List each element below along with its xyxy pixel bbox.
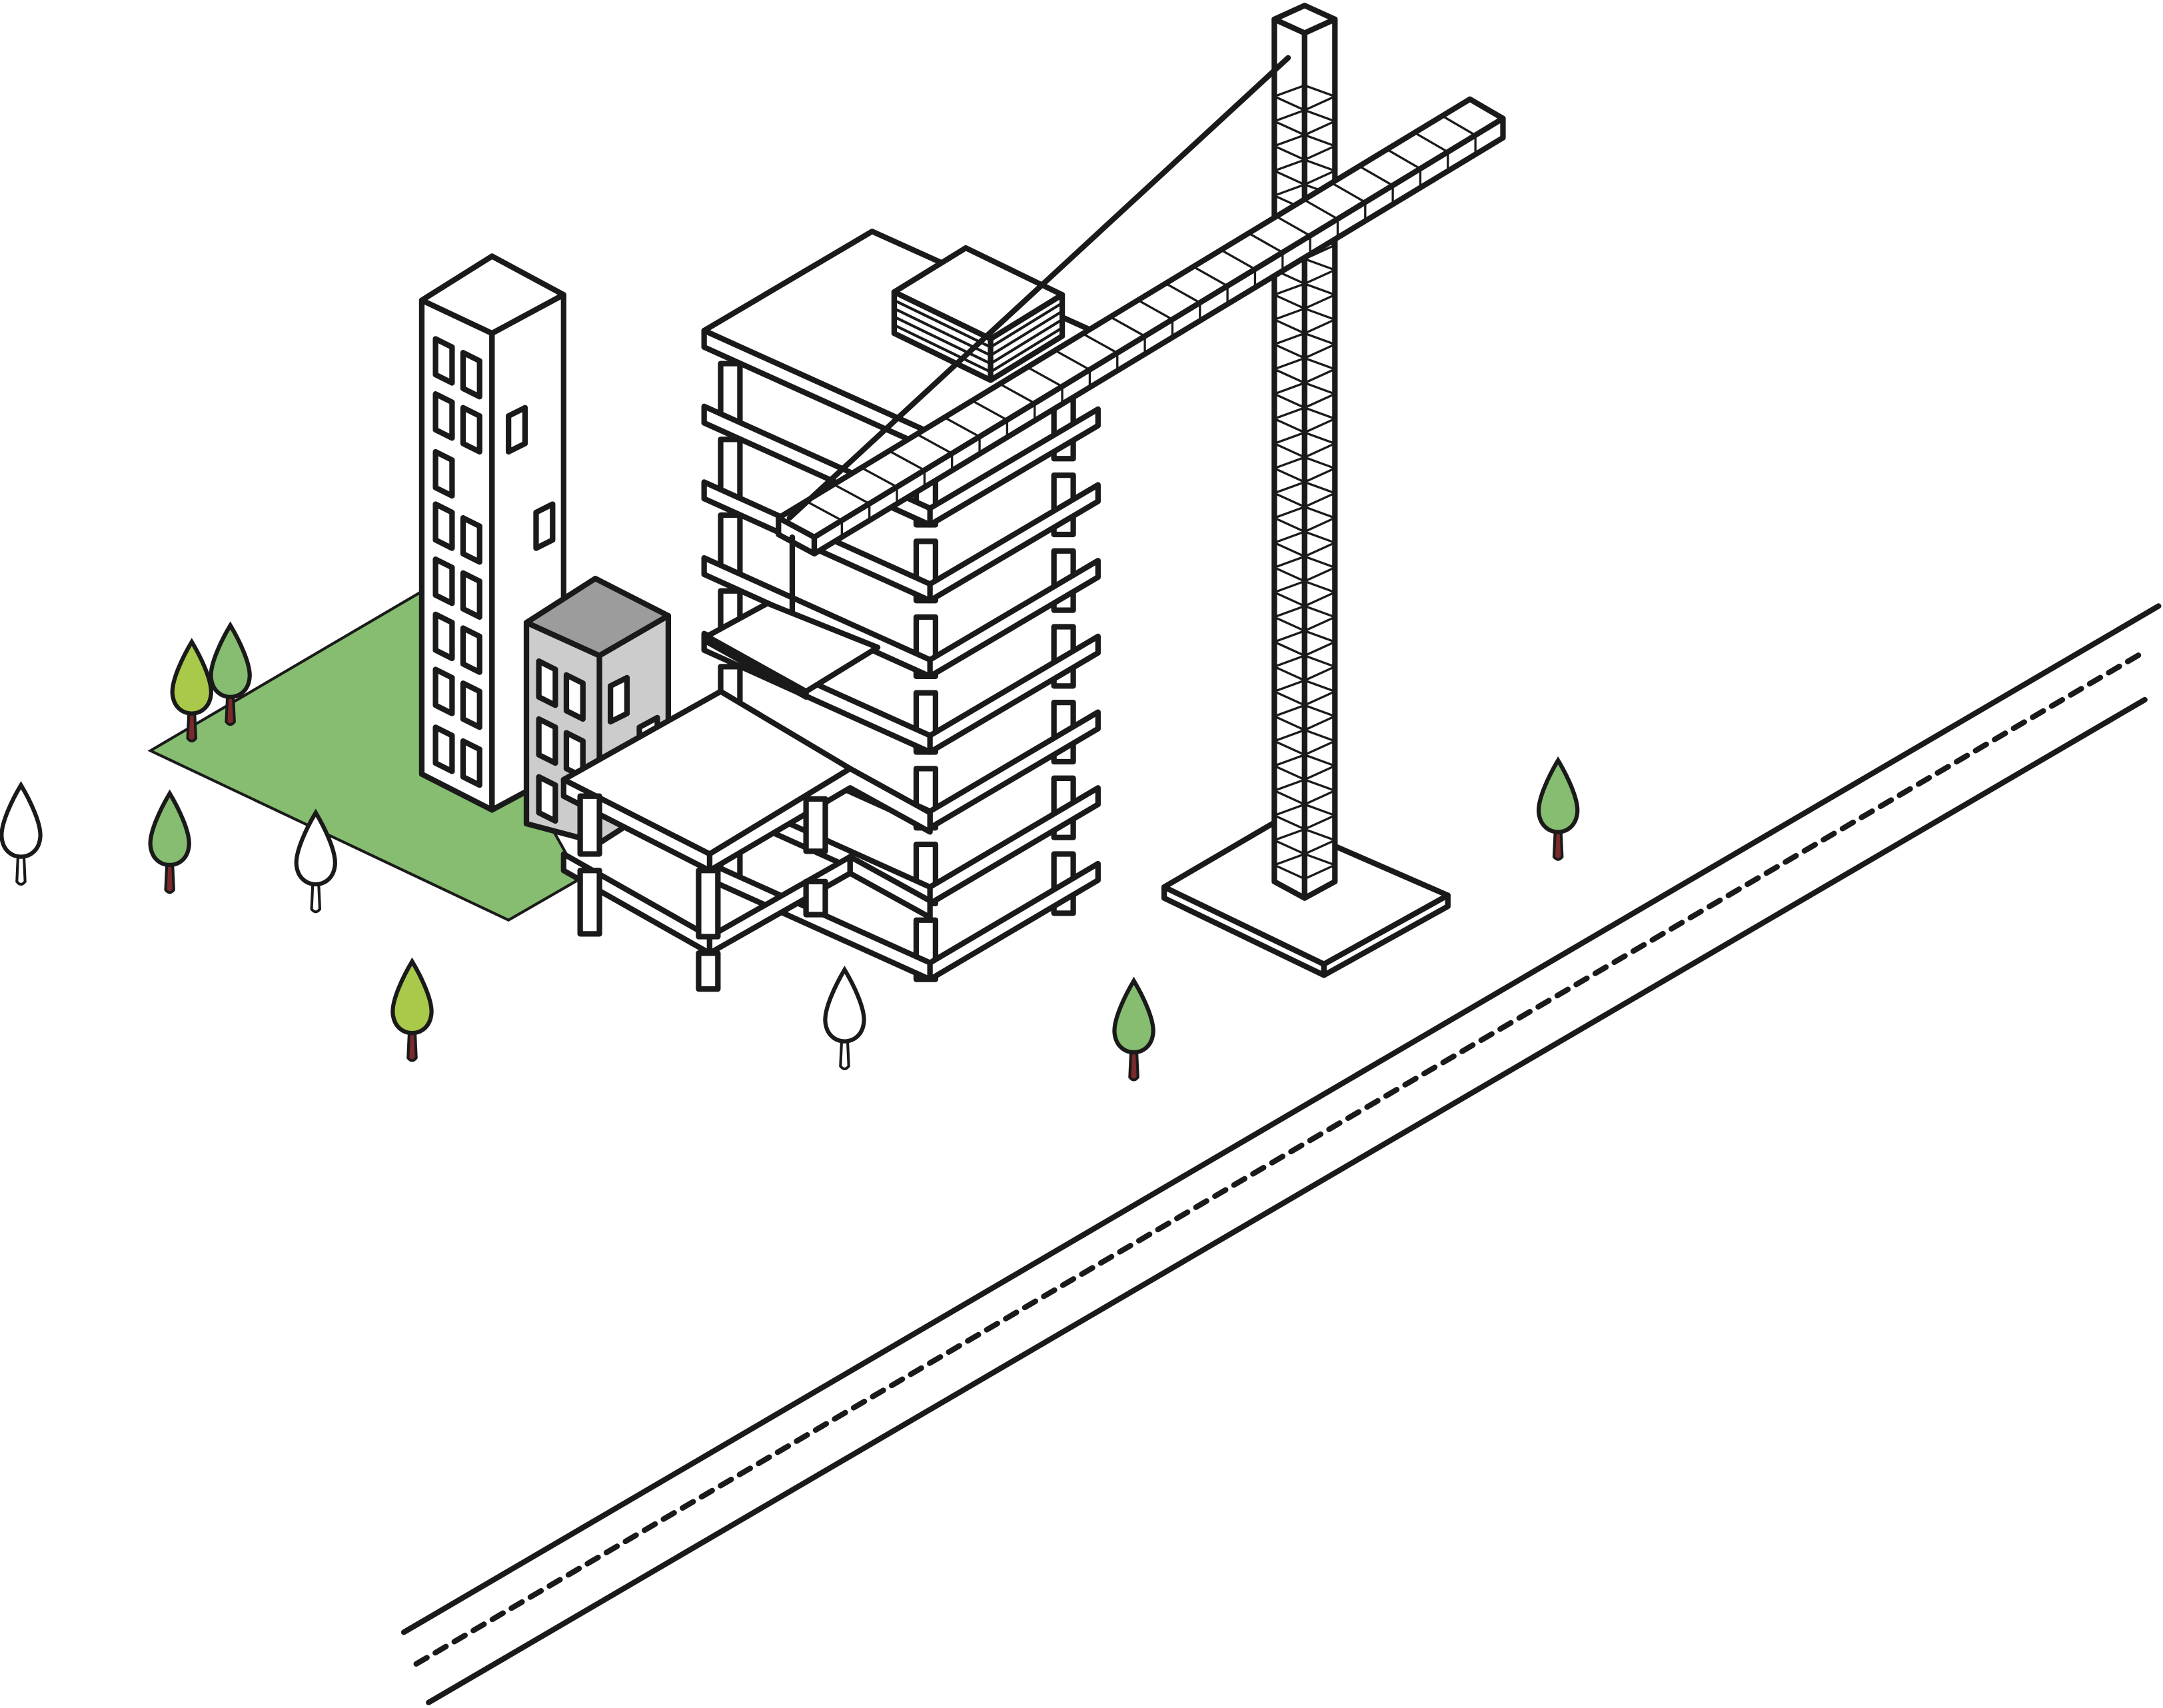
tree-icon	[1537, 756, 1580, 861]
trees	[0, 621, 1580, 1082]
tree-icon	[148, 789, 191, 894]
tree-icon	[294, 808, 337, 914]
crane-jib	[776, 96, 1506, 557]
floor-level	[701, 815, 1101, 982]
road	[400, 603, 2162, 1705]
tree-icon	[0, 781, 43, 886]
crane-tie-cable	[786, 55, 1291, 521]
road-center-line	[413, 648, 2148, 1667]
tree-icon	[823, 966, 866, 1070]
tree-icon	[209, 621, 252, 726]
crane-mast	[1271, 3, 1338, 901]
road-edge-top	[400, 603, 2162, 1635]
tower-windows	[432, 336, 556, 788]
tree-icon	[1112, 976, 1155, 1082]
tree-icon	[170, 638, 213, 743]
tree-icon	[390, 957, 434, 1062]
low-wing-structure	[560, 688, 933, 992]
road-edge-bottom	[426, 696, 2148, 1705]
tower-crane	[704, 3, 1506, 978]
